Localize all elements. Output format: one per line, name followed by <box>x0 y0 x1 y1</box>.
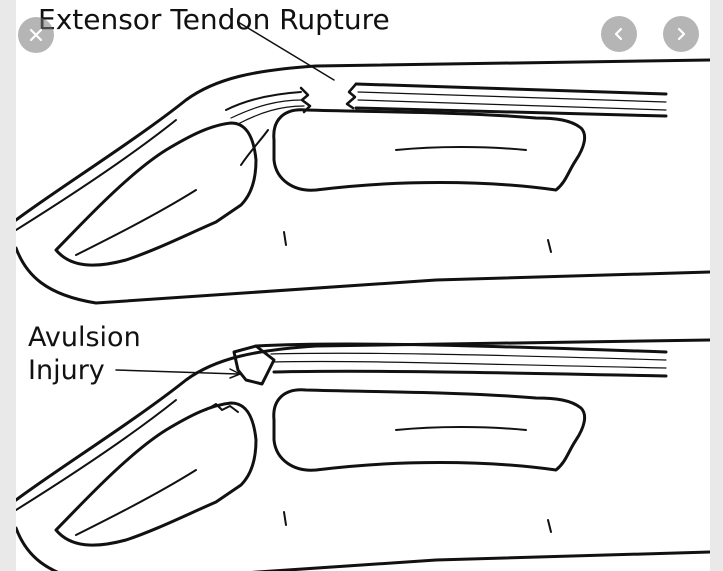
chevron-right-icon <box>674 27 688 41</box>
close-button[interactable] <box>18 17 54 53</box>
medical-illustration: Extensor Tendon Rupture Avulsion Injury <box>16 0 710 571</box>
close-icon <box>29 28 43 42</box>
top-finger <box>16 22 710 303</box>
avulsion-label: Avulsion Injury <box>28 321 141 387</box>
finger-diagram <box>16 0 710 571</box>
prev-button[interactable] <box>601 16 637 52</box>
title-label: Extensor Tendon Rupture <box>38 6 390 34</box>
chevron-left-icon <box>612 27 626 41</box>
avulsion-label-line2: Injury <box>28 354 141 387</box>
avulsion-label-line1: Avulsion <box>28 321 141 354</box>
next-button[interactable] <box>663 16 699 52</box>
